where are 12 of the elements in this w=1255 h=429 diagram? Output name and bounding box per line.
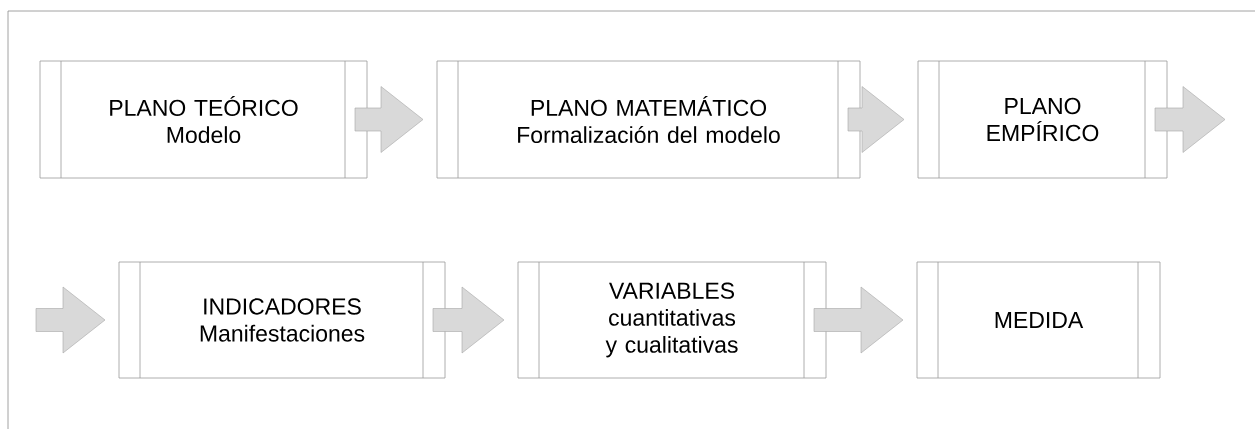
- process-box: INDICADORES Manifestaciones: [118, 261, 446, 379]
- process-box: VARIABLES cuantitativas y cualitativas: [517, 261, 827, 379]
- block-arrow: [847, 86, 905, 153]
- process-box: MEDIDA: [916, 261, 1161, 379]
- block-arrow: [1154, 86, 1226, 153]
- process-box: PLANO EMPÍRICO: [917, 60, 1168, 179]
- block-arrow: [813, 286, 904, 354]
- process-box: PLANO TEÓRICO Modelo: [39, 60, 368, 179]
- process-box: PLANO MATEMÁTICO Formalización del modelo: [436, 60, 861, 179]
- block-arrow: [354, 86, 424, 153]
- block-arrow: [432, 286, 505, 354]
- block-arrow: [35, 286, 106, 354]
